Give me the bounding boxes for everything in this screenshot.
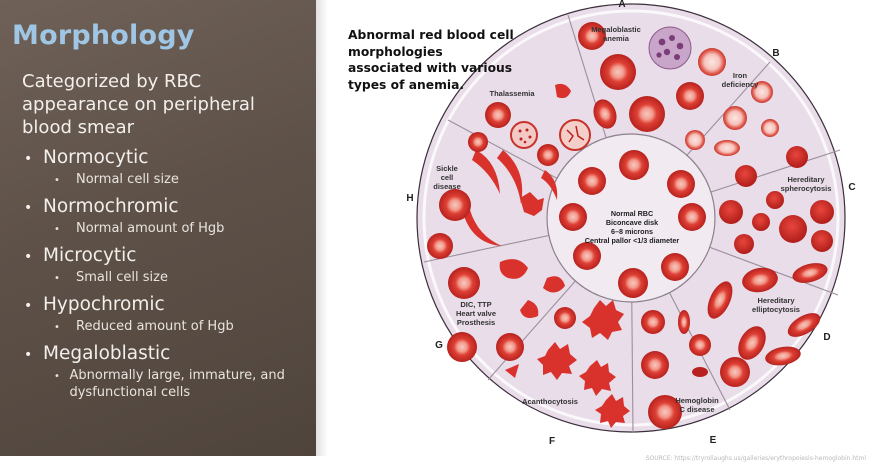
bullet-dot-icon: •: [24, 200, 33, 216]
letter-c: C: [848, 182, 855, 193]
letter-h: H: [406, 193, 413, 204]
label-megaloblastic: Megaloblastic anemia: [591, 25, 641, 43]
center-label-line: Central pallor <1/3 diameter: [585, 236, 680, 245]
sector-label-line: Hereditary: [787, 175, 825, 184]
normal-rbc-cells: [559, 150, 706, 298]
bullet-dot-icon: •: [24, 298, 33, 314]
sector-letters: A B C D E F G H: [406, 0, 855, 447]
sector-label-line: C disease: [679, 405, 714, 414]
bullet-microcytic: • Microcytic • Small cell size: [24, 244, 309, 287]
bullet-sub: Reduced amount of Hgb: [76, 319, 234, 334]
letter-b: B: [772, 48, 779, 59]
sector-iron-cells: [685, 48, 779, 156]
figure-caption: Abnormal red blood cell morphologies ass…: [348, 28, 514, 92]
sector-megaloblastic-cells: [578, 22, 704, 132]
bullet-sub: Small cell size: [76, 270, 168, 285]
rbc-morphology-diagram: Normal RBC Biconcave disk 6–8 microns Ce…: [406, 0, 855, 447]
label-acanthocytosis: Acanthocytosis: [522, 397, 578, 406]
letter-e: E: [710, 435, 717, 446]
sector-elliptocytosis-cells: [707, 263, 828, 366]
sector-label-line: Sickle: [436, 164, 458, 173]
slide-intro: Categorized by RBC appearance on periphe…: [22, 71, 255, 138]
center-label-line: 6–8 microns: [611, 227, 653, 236]
slide-title: Morphology: [12, 20, 195, 51]
sector-sickle-cells: [427, 150, 558, 259]
sector-label-line: DIC, TTP: [460, 300, 491, 309]
sector-label-line: Acanthocytosis: [522, 397, 578, 406]
sub-bullet-dot-icon: •: [54, 371, 60, 382]
center-label: Normal RBC Biconcave disk 6–8 microns Ce…: [585, 209, 680, 245]
bullet-label: Hypochromic: [43, 294, 165, 315]
bullet-label: Normochromic: [43, 196, 179, 217]
label-hbc: Hemoglobin C disease: [675, 396, 719, 414]
bullet-dot-icon: •: [24, 151, 33, 167]
panel-edge-shadow: [316, 0, 328, 456]
sector-label-line: spherocytosis: [781, 184, 832, 193]
label-iron: Iron deficiency: [722, 71, 760, 89]
bullet-list: • Normocytic • Normal cell size • Normochro…: [24, 146, 309, 407]
letter-g: G: [435, 340, 443, 351]
bullet-label: Megaloblastic: [43, 343, 171, 364]
bullet-label: Normocytic: [43, 147, 149, 168]
bullet-normocytic: • Normocytic • Normal cell size: [24, 146, 309, 189]
sector-label-line: anemia: [603, 34, 630, 43]
sector-label-line: Heart valve: [456, 309, 496, 318]
sector-label-line: Prosthesis: [457, 318, 495, 327]
sector-label-line: Thalassemia: [489, 89, 535, 98]
sector-hbc-cells: [641, 310, 750, 429]
bullet-normochromic: • Normochromic • Normal amount of Hgb: [24, 195, 309, 238]
sector-acanthocytosis-cells: [537, 300, 630, 428]
sector-thalassemia-cells: [468, 83, 591, 166]
bullet-megaloblastic: • Megaloblastic • Abnormally large, immatu…: [24, 342, 309, 401]
sector-label-line: deficiency: [722, 80, 760, 89]
sector-label-line: cell: [441, 173, 454, 182]
sector-label-line: Iron: [733, 71, 748, 80]
bullet-dot-icon: •: [24, 249, 33, 265]
slide-panel: Morphology Categorized by RBC appearance…: [0, 0, 316, 456]
figure-source: SOURCE: https://tryrollaughs.us/gallerie…: [645, 455, 866, 462]
sub-bullet-dot-icon: •: [54, 224, 60, 235]
sector-label-line: Hemoglobin: [675, 396, 719, 405]
sub-bullet-dot-icon: •: [54, 175, 60, 186]
sector-label-line: Megaloblastic: [591, 25, 641, 34]
sub-bullet-dot-icon: •: [54, 273, 60, 284]
label-sickle: Sickle cell disease: [433, 164, 461, 191]
bullet-sub: Normal amount of Hgb: [76, 221, 225, 236]
label-thalassemia: Thalassemia: [489, 89, 535, 98]
label-spherocytosis: Hereditary spherocytosis: [781, 175, 832, 193]
sector-label-line: disease: [433, 182, 461, 191]
bullet-dot-icon: •: [24, 347, 33, 363]
center-label-line: Biconcave disk: [606, 218, 658, 227]
bullet-hypochromic: • Hypochromic • Reduced amount of Hgb: [24, 293, 309, 336]
sector-label-line: Hereditary: [757, 296, 795, 305]
letter-f: F: [549, 436, 555, 447]
sector-label-line: elliptocytosis: [752, 305, 800, 314]
letter-a: A: [618, 0, 625, 10]
bullet-sub: Abnormally large, immature, and dysfunct…: [69, 368, 285, 400]
center-label-line: Normal RBC: [611, 209, 653, 218]
sub-bullet-dot-icon: •: [54, 322, 60, 333]
sector-spherocytosis-cells: [719, 146, 834, 254]
label-dic: DIC, TTP Heart valve Prosthesis: [456, 300, 496, 327]
label-elliptocytosis: Hereditary elliptocytosis: [752, 296, 800, 314]
sector-dic-cells: [447, 259, 565, 378]
bullet-sub: Normal cell size: [76, 172, 179, 187]
letter-d: D: [823, 332, 830, 343]
bullet-label: Microcytic: [43, 245, 137, 266]
